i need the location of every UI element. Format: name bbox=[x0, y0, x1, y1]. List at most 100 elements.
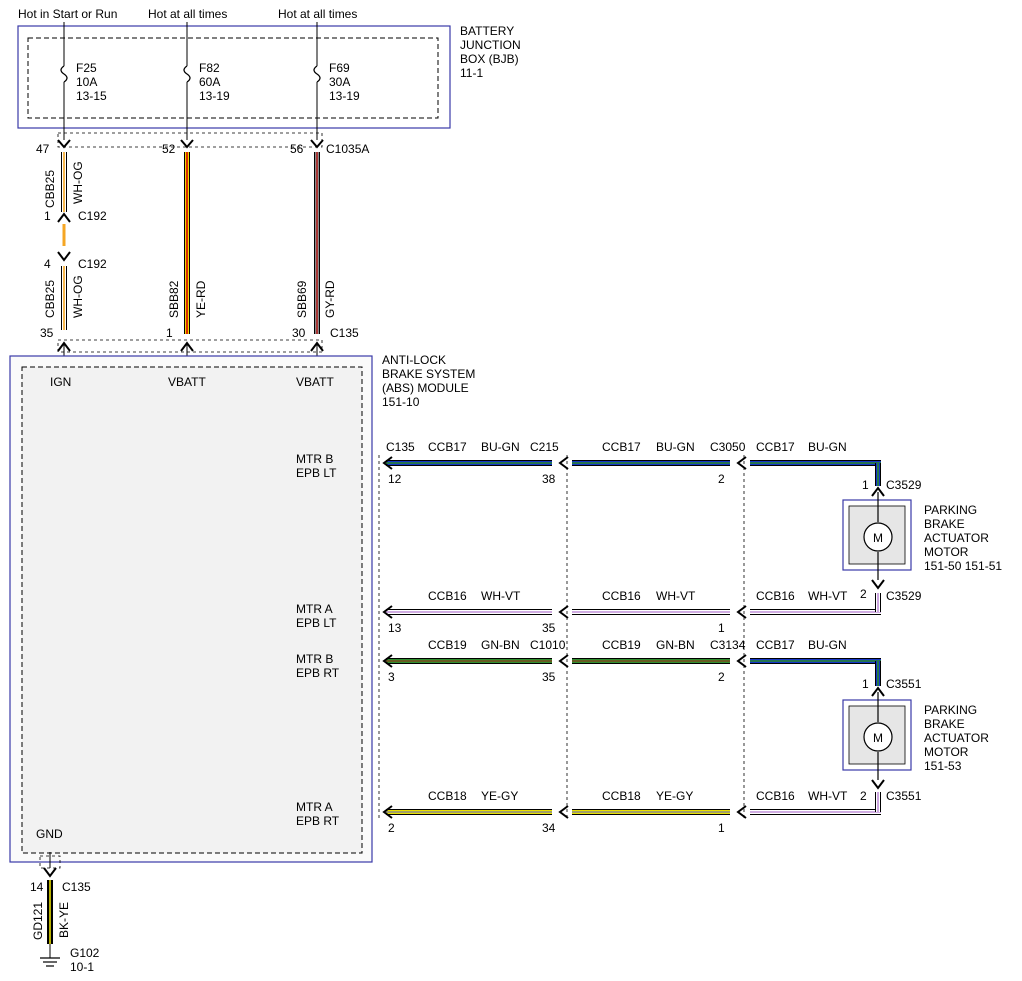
bjb-title-2: JUNCTION bbox=[460, 38, 521, 52]
c135-pin-30: 30 bbox=[292, 326, 306, 340]
connector-c135-ground-outline bbox=[39, 855, 61, 869]
motor-2-title-2: BRAKE bbox=[924, 717, 965, 731]
fuse-f25-icon bbox=[60, 65, 68, 83]
circuit-1-pin3: 2 bbox=[718, 472, 725, 486]
connector-arrow-icon bbox=[57, 341, 71, 352]
circuit-2-col3: WH-VT bbox=[808, 589, 848, 603]
circuit-2-col2: WH-VT bbox=[656, 589, 696, 603]
fuse-f82-icon bbox=[183, 65, 191, 83]
circuit-3-col3: BU-GN bbox=[808, 638, 847, 652]
abs-output-1-line1: MTR B bbox=[296, 452, 333, 466]
circuit-1-conn3: C3050 bbox=[710, 440, 746, 454]
circuit-1-pin2: 38 bbox=[542, 472, 556, 486]
wire2-color: YE-RD bbox=[194, 280, 208, 318]
pin-52: 52 bbox=[162, 142, 176, 156]
fuse-1-name: F25 bbox=[76, 61, 97, 75]
abs-output-4-line2: EPB RT bbox=[296, 814, 340, 828]
abs-output-1-line2: EPB LT bbox=[296, 466, 337, 480]
join-arrow-icon bbox=[382, 456, 393, 470]
connector-arrow-icon bbox=[57, 139, 71, 149]
wire1-upper-circuit: CBB25 bbox=[43, 170, 57, 208]
motor-2-title-4: MOTOR bbox=[924, 745, 969, 759]
circuit-4-pin1: 2 bbox=[388, 821, 395, 835]
circuit-3-w2: CCB19 bbox=[602, 638, 641, 652]
wire3-color: GY-RD bbox=[323, 280, 337, 318]
motor-1-symbol: M bbox=[873, 531, 883, 545]
circuit-3-pin3: 2 bbox=[718, 670, 725, 684]
motor-1-title-1: PARKING bbox=[924, 503, 977, 517]
motor-2-conn-top: C3551 bbox=[886, 677, 922, 691]
circuit-3-conn2: C1010 bbox=[530, 638, 566, 652]
connector-arrow-icon bbox=[180, 139, 194, 149]
circuit-3-pin2: 35 bbox=[542, 670, 556, 684]
motor-2-frame bbox=[842, 699, 912, 771]
ground-conn: C135 bbox=[62, 880, 91, 894]
motor-2-pin-top: 1 bbox=[862, 677, 869, 691]
circuit-3-col1: GN-BN bbox=[481, 638, 520, 652]
motor-1-title-4: MOTOR bbox=[924, 545, 969, 559]
circuit-1-w1: CCB17 bbox=[428, 440, 467, 454]
join-arrow-icon bbox=[558, 805, 569, 819]
motor-1-title-2: BRAKE bbox=[924, 517, 965, 531]
join-arrow-icon bbox=[558, 654, 569, 668]
circuit-1-col3: BU-GN bbox=[808, 440, 847, 454]
join-arrow-icon bbox=[736, 654, 747, 668]
abs-inner-boundary bbox=[21, 366, 363, 854]
join-arrow-icon bbox=[736, 805, 747, 819]
motor-2-pin-bottom: 2 bbox=[860, 789, 867, 803]
fuse-2-rating: 60A bbox=[199, 75, 220, 89]
motor-1-pin-bottom: 2 bbox=[860, 587, 867, 601]
motor-2-ref: 151-53 bbox=[924, 759, 962, 773]
motor-1-pin-top: 1 bbox=[862, 478, 869, 492]
join-arrow-icon bbox=[382, 654, 393, 668]
circuit-4-w1: CCB18 bbox=[428, 789, 467, 803]
abs-title-1: ANTI-LOCK bbox=[382, 353, 446, 367]
motor-2-top-arrow-icon bbox=[871, 686, 885, 697]
fuse-1-ref: 13-15 bbox=[76, 89, 107, 103]
bjb-frame bbox=[17, 25, 451, 129]
circuit-2-pin3: 1 bbox=[718, 621, 725, 635]
source-label-3: Hot at all times bbox=[278, 7, 357, 21]
wire1-upper-color: WH-OG bbox=[71, 161, 85, 204]
circuit-3-pin1: 3 bbox=[388, 670, 395, 684]
circuit-2-col1: WH-VT bbox=[481, 589, 521, 603]
wire3-circuit: SBB69 bbox=[295, 280, 309, 318]
circuit-4-col1: YE-GY bbox=[481, 789, 518, 803]
fuse-3-name: F69 bbox=[329, 61, 350, 75]
abs-title-3: (ABS) MODULE bbox=[382, 381, 469, 395]
join-arrow-icon bbox=[558, 456, 569, 470]
connector-arrow-icon bbox=[310, 139, 324, 149]
circuit-2-w1: CCB16 bbox=[428, 589, 467, 603]
source-label-2: Hot at all times bbox=[148, 7, 227, 21]
ground-connector-arrow-icon bbox=[43, 867, 57, 878]
abs-title-2: BRAKE SYSTEM bbox=[382, 367, 475, 381]
join-arrow-icon bbox=[558, 605, 569, 619]
motor-1-conn-top: C3529 bbox=[886, 478, 922, 492]
abs-output-3-line1: MTR B bbox=[296, 652, 333, 666]
bjb-inner-boundary bbox=[27, 37, 439, 119]
circuit-3-conn3: C3134 bbox=[710, 638, 746, 652]
motor-1-bottom-arrow-icon bbox=[871, 579, 885, 590]
motor-1: M bbox=[842, 486, 912, 590]
c135-pin-1: 1 bbox=[166, 326, 173, 340]
pin-56: 56 bbox=[290, 142, 304, 156]
bjb-title-1: BATTERY bbox=[460, 24, 514, 38]
fuse-3-rating: 30A bbox=[329, 75, 350, 89]
motor-2-icon bbox=[863, 722, 893, 752]
circuit-4-pin2: 34 bbox=[542, 821, 556, 835]
circuit-2-pin2: 35 bbox=[542, 621, 556, 635]
connector-c135-outline bbox=[57, 339, 323, 353]
c192-arrow-up-icon bbox=[57, 212, 71, 223]
abs-gnd-label: GND bbox=[36, 827, 63, 841]
ground-circuit: GD121 bbox=[31, 902, 45, 940]
circuit-3-w1: CCB19 bbox=[428, 638, 467, 652]
motor-2-conn-bottom: C3551 bbox=[886, 789, 922, 803]
abs-ref: 151-10 bbox=[382, 395, 420, 409]
battery-junction-box bbox=[17, 25, 451, 129]
circuit-1-w3: CCB17 bbox=[756, 440, 795, 454]
circuit-1-pin1: 12 bbox=[388, 472, 402, 486]
circuit-4-col2: YE-GY bbox=[656, 789, 693, 803]
circuit-2-w3: CCB16 bbox=[756, 589, 795, 603]
pin-47: 47 bbox=[36, 142, 50, 156]
